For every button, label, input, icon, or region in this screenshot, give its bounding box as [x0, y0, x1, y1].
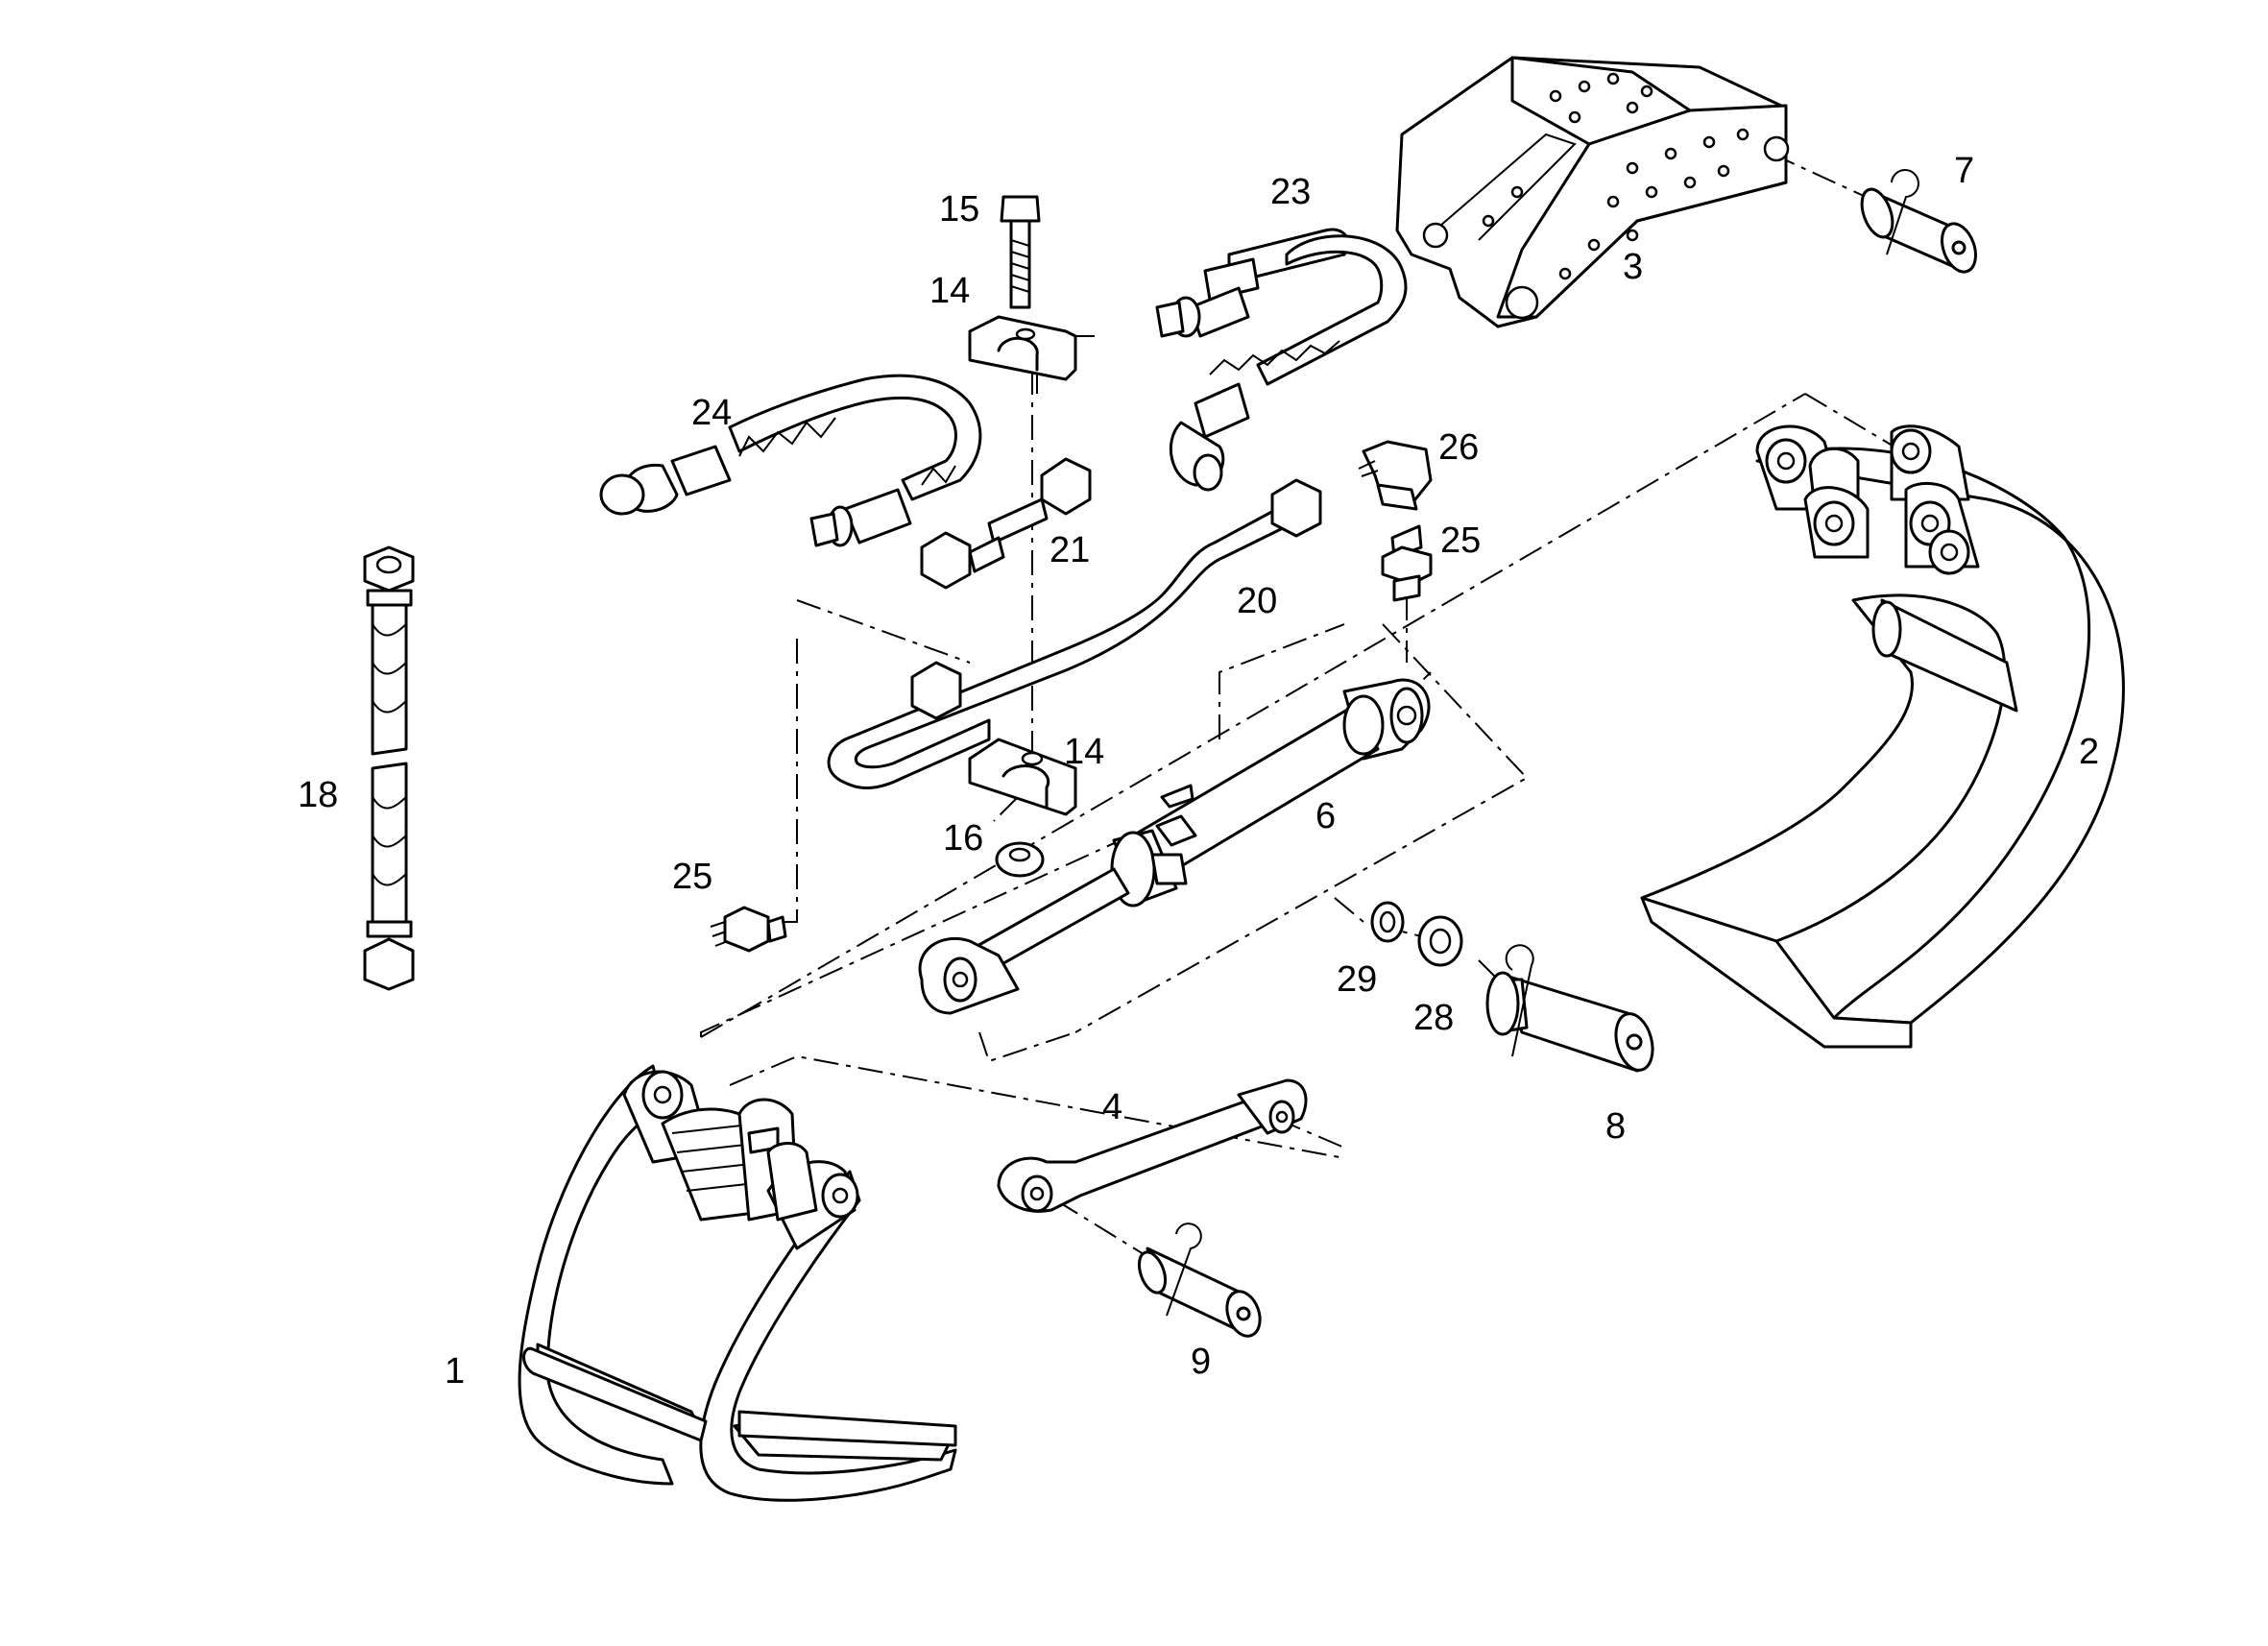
- callout-28: 28: [1413, 998, 1454, 1038]
- boom-bracket: [1395, 56, 1790, 328]
- pipe-20: [827, 478, 1322, 789]
- callout-14-lower: 14: [1064, 732, 1104, 772]
- callout-4: 4: [1102, 1087, 1122, 1127]
- callout-6: 6: [1315, 796, 1336, 836]
- callout-14-upper: 14: [929, 271, 970, 311]
- clamp-block-14-lower: [968, 738, 1077, 816]
- callout-8: 8: [1605, 1106, 1626, 1147]
- hinge-knuckles-front: [622, 1070, 859, 1250]
- adapter-25-lower: [710, 906, 787, 953]
- grapple-arm-1: [518, 1064, 957, 1502]
- callout-18: 18: [298, 775, 338, 815]
- washer-29: [1370, 901, 1405, 943]
- callout-25-lower: 25: [672, 857, 712, 897]
- callout-23: 23: [1270, 172, 1311, 212]
- bolt-15: [1000, 195, 1041, 309]
- pin-7: [1860, 169, 1977, 274]
- callout-1: 1: [445, 1351, 465, 1392]
- hydraulic-cylinder-6: [918, 678, 1431, 1015]
- callout-3: 3: [1623, 247, 1643, 287]
- bolt-holes: [1482, 72, 1749, 280]
- elbow-fitting-26: [1358, 440, 1433, 511]
- washer-28: [1417, 915, 1463, 967]
- adapter-25-upper: [1381, 524, 1433, 602]
- callout-numbers: 1 2 3 4 6 7 8 9 14 14 15 16 18 20 21 23 …: [298, 151, 2099, 1392]
- callout-29: 29: [1337, 959, 1377, 1000]
- callout-7: 7: [1954, 151, 1974, 191]
- callout-24: 24: [691, 393, 732, 433]
- callout-9: 9: [1191, 1342, 1211, 1382]
- grapple-arm-2: [1640, 424, 2125, 1049]
- callout-15: 15: [939, 189, 979, 230]
- hose-23: [1155, 228, 1408, 492]
- callout-25-upper: 25: [1440, 520, 1481, 561]
- clamp-block-14-upper: [968, 315, 1077, 381]
- pin-9: [1137, 1222, 1262, 1338]
- callout-20: 20: [1237, 581, 1277, 621]
- callout-16: 16: [943, 818, 983, 859]
- link-arm-4: [997, 1078, 1308, 1213]
- hose-18: [363, 545, 415, 991]
- nut-16: [995, 841, 1045, 878]
- hinge-knuckles: [1755, 424, 1980, 575]
- callout-26: 26: [1438, 427, 1479, 468]
- callout-21: 21: [1050, 530, 1090, 570]
- callout-2: 2: [2079, 732, 2099, 772]
- hose-24: [599, 374, 982, 547]
- fitting-21: [920, 457, 1092, 590]
- pin-8: [1485, 944, 1654, 1073]
